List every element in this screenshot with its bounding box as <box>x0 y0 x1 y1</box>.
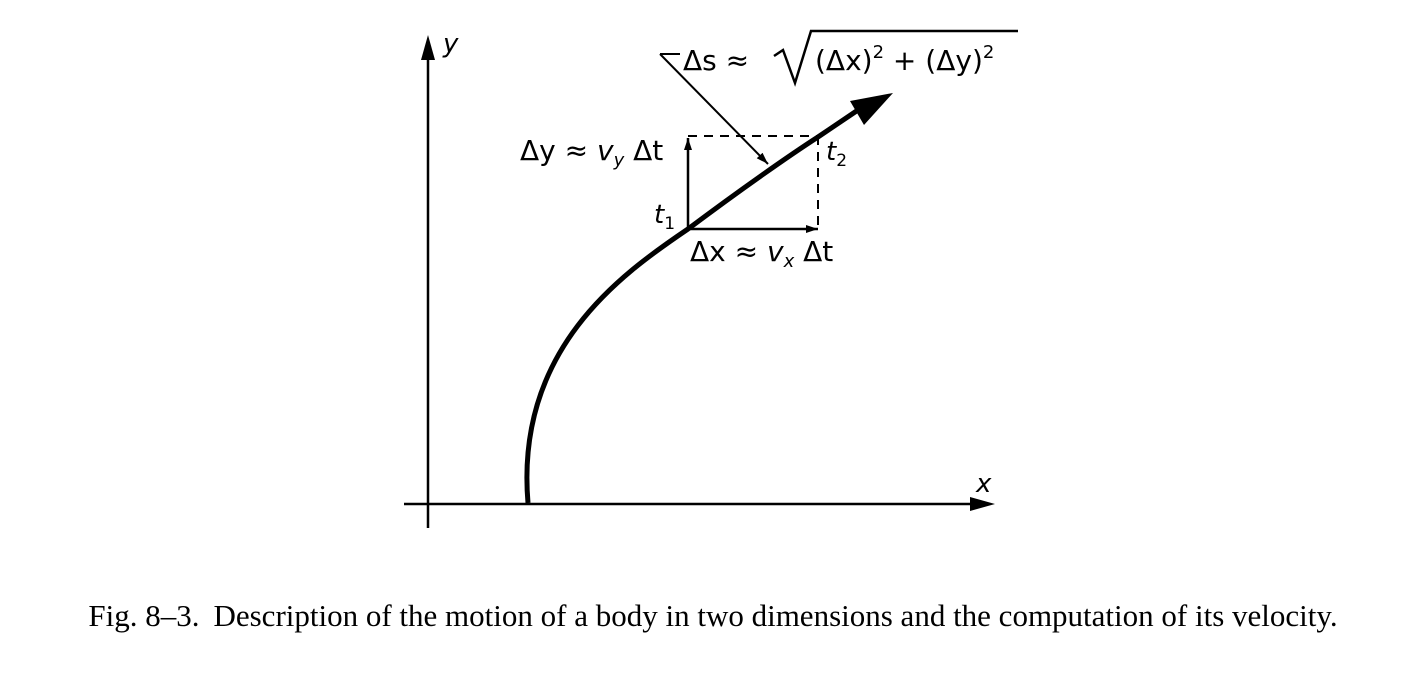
motion-diagram: y x t1 t2 Δy ≈ vy Δt Δx ≈ vx Δt Δs ≈ (Δx… <box>404 29 1018 528</box>
caption-number: Fig. 8–3. <box>88 598 200 633</box>
x-axis-label: x <box>975 469 992 499</box>
t2-label: t2 <box>826 137 847 171</box>
delta-s-radicand: (Δx)2 + (Δy)2 <box>815 42 994 77</box>
delta-s-label: Δs ≈ (Δx)2 + (Δy)2 <box>683 29 1018 87</box>
figure-caption: Fig. 8–3. Description of the motion of a … <box>0 598 1426 634</box>
caption-text: Description of the motion of a body in t… <box>213 598 1338 633</box>
t1-label: t1 <box>654 200 675 234</box>
delta-y-label: Δy ≈ vy Δt <box>520 134 663 171</box>
x-axis: x <box>404 469 995 511</box>
radical-sign <box>773 29 1018 87</box>
displacement-box <box>688 135 819 229</box>
delta-s-lhs: Δs ≈ <box>683 44 749 77</box>
trajectory-curve <box>524 107 860 504</box>
delta-x-label: Δx ≈ vx Δt <box>690 235 833 272</box>
y-axis-label: y <box>442 29 459 59</box>
x-axis-arrowhead <box>970 497 995 511</box>
trajectory-arrowhead <box>850 93 893 125</box>
y-axis-arrowhead <box>421 35 435 60</box>
trajectory <box>524 93 893 504</box>
delta-s-pointer <box>659 53 769 165</box>
y-axis: y <box>421 29 459 528</box>
